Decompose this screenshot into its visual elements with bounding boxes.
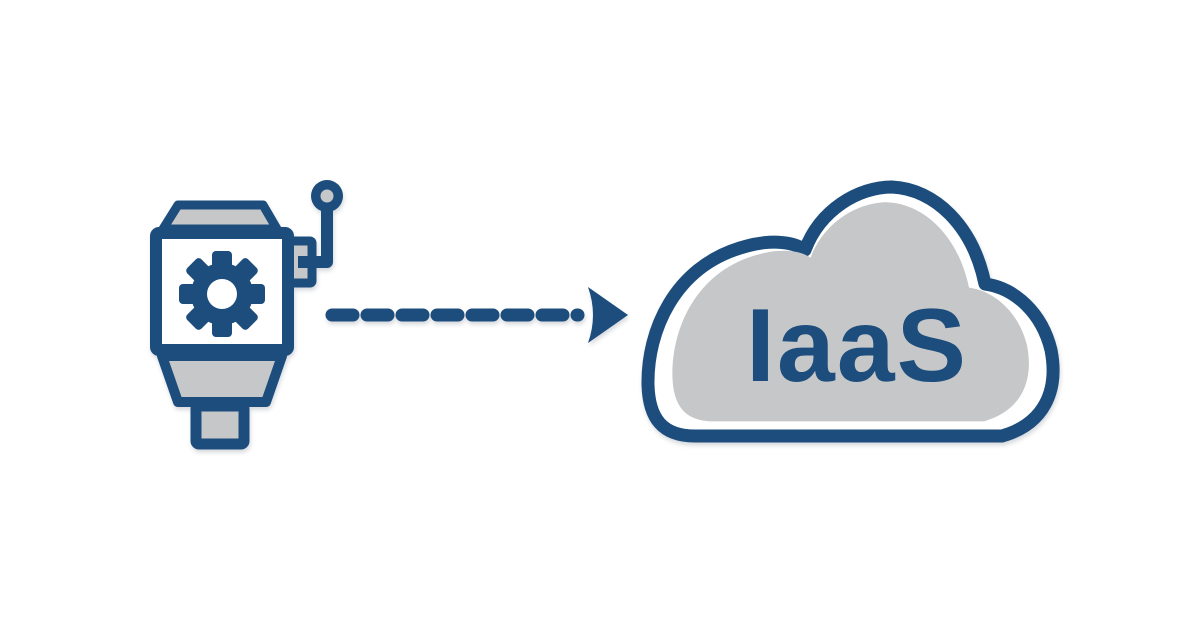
machine-foot	[190, 400, 250, 450]
gear-icon	[179, 251, 265, 337]
machine-icon	[150, 180, 343, 450]
machine-top-hopper	[158, 200, 282, 234]
antenna-icon	[298, 180, 343, 268]
cloud-icon: IaaS	[641, 180, 1060, 443]
machine-neck	[157, 351, 287, 407]
cloud-inner-fill	[672, 202, 1029, 422]
arrow-head	[588, 287, 628, 343]
dashed-arrow-right-icon	[325, 287, 628, 343]
iaas-label: IaaS	[746, 288, 968, 404]
